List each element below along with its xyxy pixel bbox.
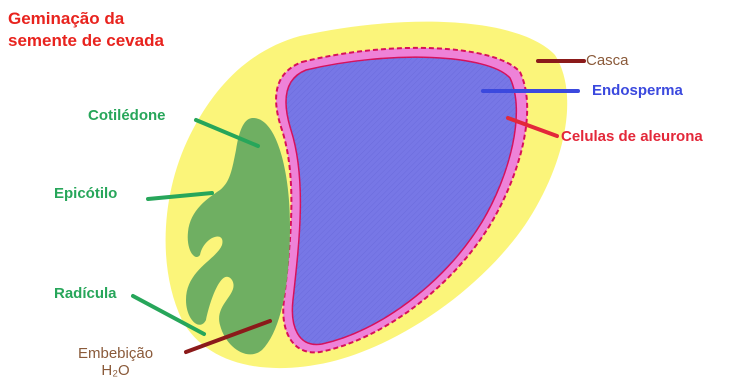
label-casca: Casca (586, 52, 629, 69)
label-radicula: Radícula (54, 285, 117, 302)
title-line-2: semente de cevada (8, 30, 164, 52)
label-water: H₂O (78, 362, 153, 379)
label-embebicao-text: Embebição (78, 345, 153, 362)
label-endosperma: Endosperma (592, 82, 683, 99)
label-epicotilo: Epicótilo (54, 185, 117, 202)
label-aleurona: Celulas de aleurona (561, 128, 703, 145)
label-cotiledone: Cotilédone (88, 107, 166, 124)
label-embebicao: Embebição H₂O (78, 345, 153, 379)
title-line-1: Geminação da (8, 8, 164, 30)
endosperm-texture (286, 57, 516, 344)
diagram-title: Geminação da semente de cevada (8, 8, 164, 52)
